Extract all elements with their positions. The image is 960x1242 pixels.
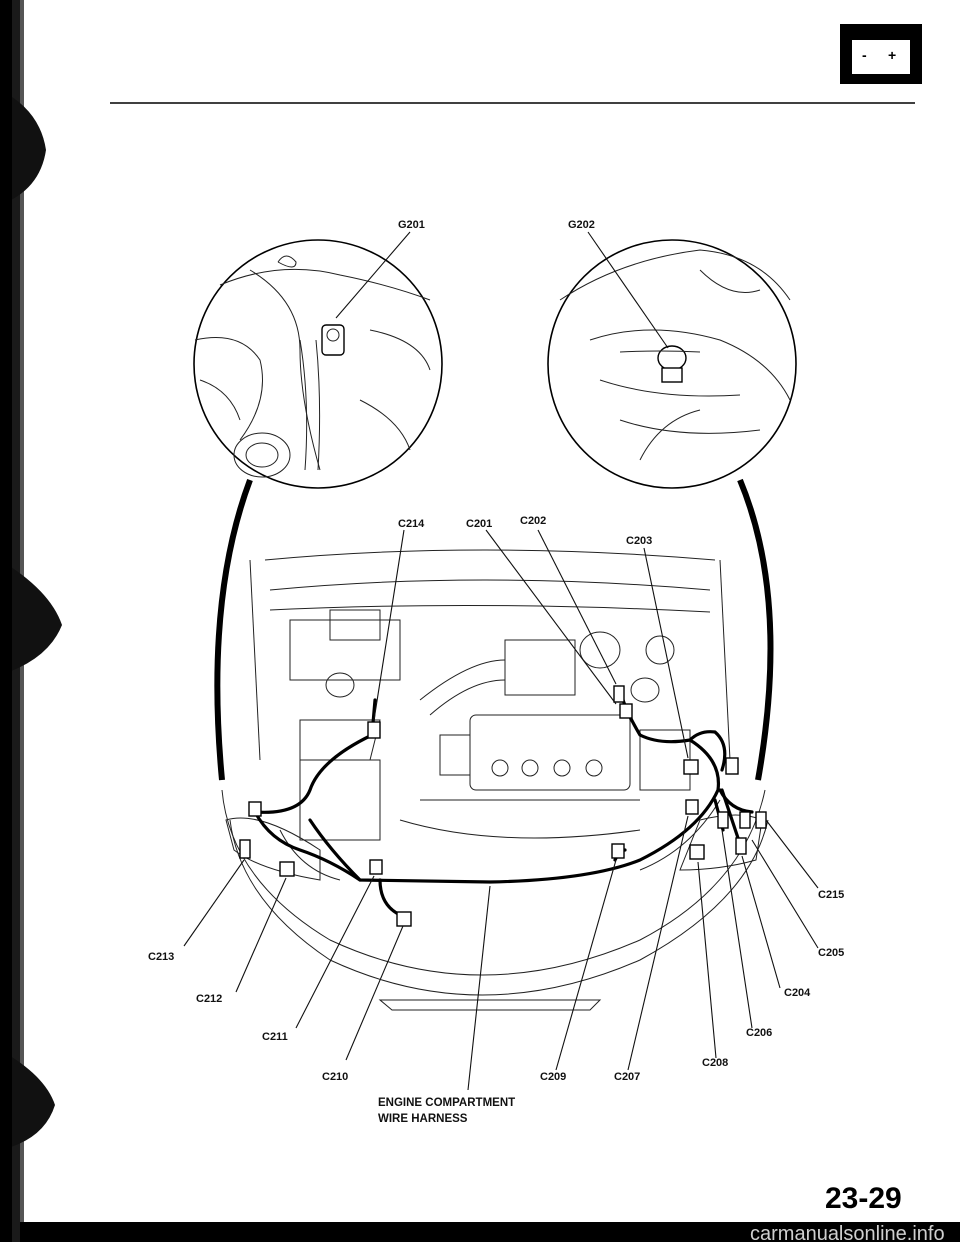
label-c206: C206 — [746, 1027, 772, 1039]
detail-circle-g201 — [193, 239, 443, 489]
svg-text:-: - — [862, 47, 867, 63]
page-number: 23-29 — [825, 1182, 902, 1215]
engine-bay-drawing — [214, 478, 774, 1011]
binding-edge — [0, 0, 62, 1242]
label-c204: C204 — [784, 987, 811, 999]
leader-lines — [183, 231, 819, 1091]
watermark: carmanualsonline.info — [750, 1223, 945, 1242]
label-c201: C201 — [466, 518, 492, 530]
wire-harness — [253, 688, 754, 917]
connector-symbols — [239, 685, 767, 927]
detail-circle-g202 — [547, 239, 797, 489]
label-c214: C214 — [398, 518, 425, 530]
footer-band — [20, 1222, 960, 1242]
ground-labels: G201 G202 — [398, 219, 595, 231]
label-c213: C213 — [148, 951, 174, 963]
label-c215: C215 — [818, 889, 844, 901]
label-c209: C209 — [540, 1071, 566, 1083]
label-c211: C211 — [262, 1031, 288, 1043]
label-g201: G201 — [398, 219, 425, 231]
label-c205: C205 — [818, 947, 844, 959]
harness-label-line-1: ENGINE COMPARTMENT — [378, 1097, 515, 1109]
right-connector-labels: C215 C205 C204 C206 C208 C207 C209 — [540, 889, 844, 1083]
svg-text:+: + — [888, 47, 896, 63]
harness-label: ENGINE COMPARTMENT WIRE HARNESS — [378, 1097, 515, 1125]
left-connector-labels: C213 C212 C211 C210 — [148, 951, 348, 1083]
label-g202: G202 — [568, 219, 595, 231]
label-c202: C202 — [520, 515, 546, 527]
harness-label-line-2: WIRE HARNESS — [378, 1113, 468, 1125]
top-connector-labels: C214 C201 C202 C203 — [398, 515, 652, 547]
label-c207: C207 — [614, 1071, 640, 1083]
label-c208: C208 — [702, 1057, 728, 1069]
battery-icon: - + — [840, 24, 922, 84]
label-c212: C212 — [196, 993, 222, 1005]
label-c210: C210 — [322, 1071, 348, 1083]
label-c203: C203 — [626, 535, 652, 547]
